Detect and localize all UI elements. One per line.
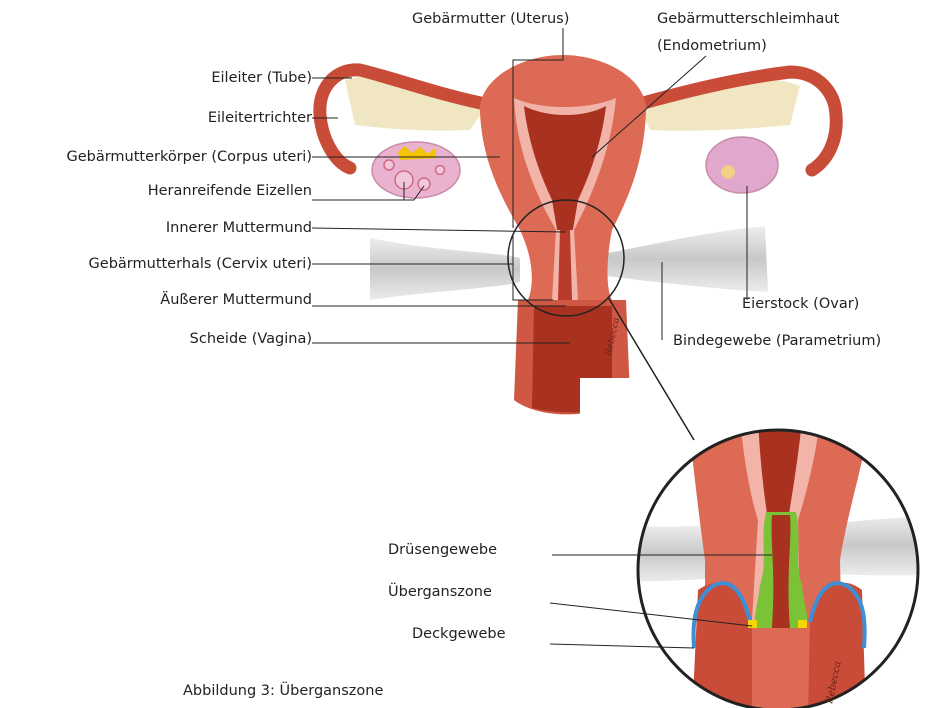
label-inner-os: Innerer Muttermund [166,219,312,237]
label-tube: Eileiter (Tube) [211,69,312,87]
label-eggs: Heranreifende Eizellen [148,182,312,200]
label-uterus: Gebärmutter (Uterus) [412,10,569,28]
label-funnel: Eileitertrichter [208,109,312,127]
label-ovary: Eierstock (Ovar) [742,295,859,313]
figure-caption: Abbildung 3: Überganszone [183,682,383,700]
label-corpus: Gebärmutterkörper (Corpus uteri) [66,148,312,166]
label-parametrium: Bindegewebe (Parametrium) [673,332,881,350]
label-endometrium-line1: Gebärmutterschleimhaut [657,10,839,28]
right-ovary [706,137,778,193]
transition-zone-right [798,620,807,628]
transition-zone-left [748,620,757,628]
label-glandular: Drüsengewebe [388,541,497,559]
label-transition: Überganszone [388,583,492,601]
label-cover: Deckgewebe [412,625,506,643]
label-outer-os: Äußerer Muttermund [160,291,312,309]
label-vagina: Scheide (Vagina) [190,330,312,348]
label-cervix: Gebärmutterhals (Cervix uteri) [89,255,312,273]
label-endometrium-line2: (Endometrium) [657,37,767,55]
